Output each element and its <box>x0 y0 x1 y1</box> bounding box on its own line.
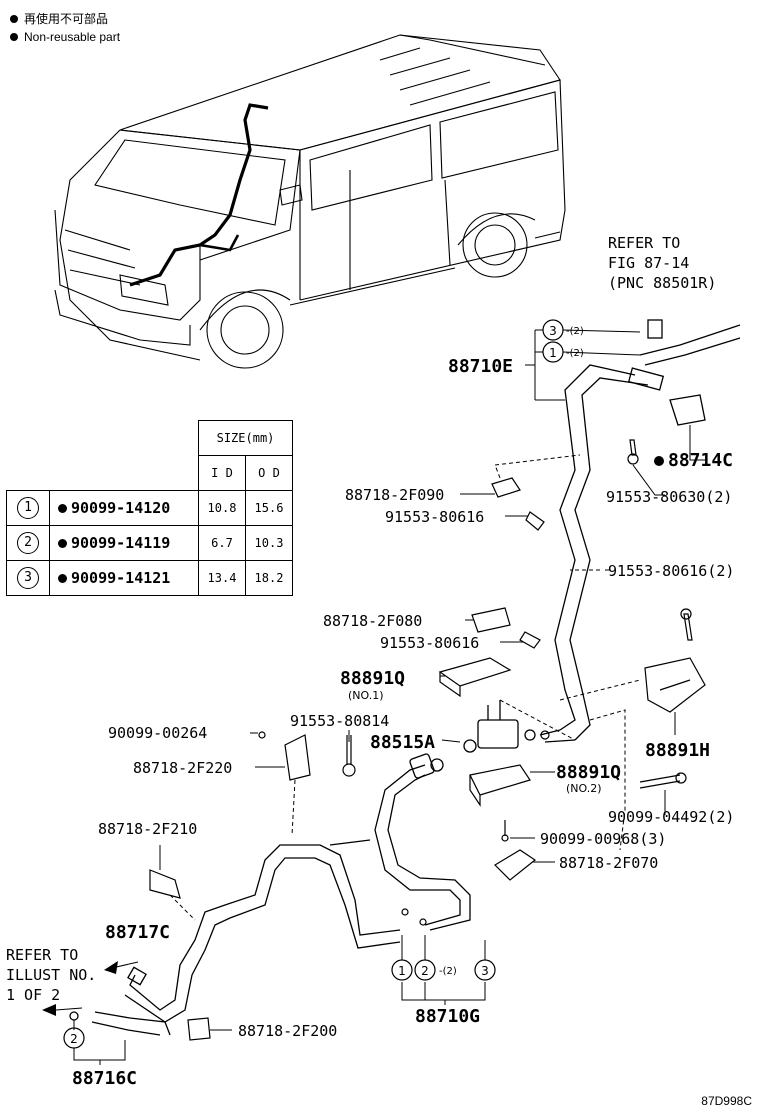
o-rings <box>401 730 550 926</box>
callout-1-qty: -(2) <box>566 348 584 359</box>
callout-3-qty: -(2) <box>566 326 584 337</box>
part-90099-00968: 90099-00968(3) <box>540 830 666 848</box>
clamp-88718-2F080 <box>471 607 541 649</box>
od-value: 18.2 <box>245 560 293 596</box>
od-header: O D <box>245 455 293 491</box>
part-88718-2F070: 88718-2F070 <box>559 854 658 872</box>
refer-top-line3: (PNC 88501R) <box>608 274 716 292</box>
arrow-left-icon <box>104 961 118 974</box>
callout-3-bottom: 3 <box>481 964 489 978</box>
bolt-91553-80814 <box>342 735 356 777</box>
clamp-88718-2F200 <box>187 1017 211 1041</box>
callout-1-bottom: 1 <box>398 964 406 978</box>
legend-jp: 再使用不可部品 <box>10 10 108 27</box>
callout-2-left: 2 <box>70 1032 78 1046</box>
part-88717C: 88717C <box>105 922 170 943</box>
pipe-88710G <box>69 753 471 1036</box>
callout-3-top: 3 <box>549 324 557 338</box>
part-88716C: 88716C <box>72 1068 137 1089</box>
table-row: 2 90099-14119 6.7 10.3 <box>6 525 293 561</box>
part-91553-80814: 91553-80814 <box>290 712 389 730</box>
part-88718-2F200: 88718-2F200 <box>238 1022 337 1040</box>
part-88710G: 88710G <box>415 1006 480 1027</box>
figure-code: 87D998C <box>701 1094 752 1108</box>
valve-88515A <box>463 700 536 753</box>
callout-1-top: 1 <box>549 346 557 360</box>
size-table: SIZE(mm) I D O D 1 90099-14120 10.8 15.6… <box>6 420 293 596</box>
id-value: 6.7 <box>198 525 246 561</box>
part-88714C: 88714C <box>668 450 733 471</box>
part-88718-2F080: 88718-2F080 <box>323 612 422 630</box>
size-header: SIZE(mm) <box>198 420 293 456</box>
refer-left-line3: 1 OF 2 <box>6 986 60 1004</box>
row-index: 1 <box>17 497 39 519</box>
od-value: 10.3 <box>245 525 293 561</box>
callout-2-bottom: 2 <box>421 964 429 978</box>
leader-lines <box>55 329 705 1065</box>
refer-left-line1: REFER TO <box>6 946 78 964</box>
bolt-91553-80630 <box>627 439 639 465</box>
bullet-icon <box>10 33 18 41</box>
part-88718-2F220: 88718-2F220 <box>133 759 232 777</box>
refer-left-line2: ILLUST NO. <box>6 966 96 984</box>
id-header: I D <box>198 455 246 491</box>
clamp-88718-2F070 <box>494 849 537 881</box>
bolt-90099-00264 <box>258 731 266 739</box>
part-91553-80616-c: 91553-80616 <box>380 634 479 652</box>
pad-88891Q-no2 <box>469 764 531 807</box>
bolt-90099-04492 <box>639 772 687 789</box>
part-88891Q-no1-sub: (NO.1) <box>348 689 384 702</box>
part-90099-04492: 90099-04492(2) <box>608 808 734 826</box>
refer-top-line1: REFER TO <box>608 234 680 252</box>
part-88515A: 88515A <box>370 732 435 753</box>
id-value: 10.8 <box>198 490 246 526</box>
part-88718-2F210: 88718-2F210 <box>98 820 197 838</box>
od-value: 15.6 <box>245 490 293 526</box>
clamp-88718-2F220 <box>284 734 311 781</box>
part-88891Q-no1: 88891Q <box>340 668 405 689</box>
callout-2-qty: -(2) <box>439 966 457 977</box>
refer-top-line2: FIG 87-14 <box>608 254 689 272</box>
part-code: 90099-14119 <box>71 534 171 552</box>
pad-88891Q-no1 <box>438 657 512 698</box>
part-91553-80616-b: 91553-80616(2) <box>608 562 734 580</box>
id-value: 13.4 <box>198 560 246 596</box>
table-row: 1 90099-14120 10.8 15.6 <box>6 490 293 526</box>
bullet-icon <box>58 574 67 583</box>
bullet-icon <box>58 539 67 548</box>
legend-en: Non-reusable part <box>10 30 120 44</box>
part-91553-80616-a: 91553-80616 <box>385 508 484 526</box>
callout-circles <box>63 319 564 1049</box>
part-88710E: 88710E <box>448 356 513 377</box>
part-88891Q-no2-sub: (NO.2) <box>566 782 602 795</box>
row-index: 2 <box>17 532 39 554</box>
arrow-left-icon <box>42 1004 56 1016</box>
non-reusable-bullet-icon <box>654 456 664 466</box>
part-90099-00264: 90099-00264 <box>108 724 207 742</box>
clamp-88718-2F210 <box>149 869 181 899</box>
bolt-90099-00968 <box>501 820 509 842</box>
bracket-88891H <box>644 657 706 713</box>
bullet-icon <box>58 504 67 513</box>
pipe-88710E <box>539 319 741 743</box>
part-code: 90099-14120 <box>71 499 171 517</box>
bolt-91553-80616-2 <box>680 608 693 641</box>
table-row: 3 90099-14121 13.4 18.2 <box>6 560 293 596</box>
part-88718-2F090: 88718-2F090 <box>345 486 444 504</box>
part-91553-80630: 91553-80630(2) <box>606 488 732 506</box>
clamp-88718-2F090 <box>491 477 545 531</box>
part-code: 90099-14121 <box>71 569 171 587</box>
bullet-icon <box>10 15 18 23</box>
part-88891H: 88891H <box>645 740 710 761</box>
row-index: 3 <box>17 567 39 589</box>
van-illustration <box>54 34 566 369</box>
part-88891Q-no2: 88891Q <box>556 762 621 783</box>
